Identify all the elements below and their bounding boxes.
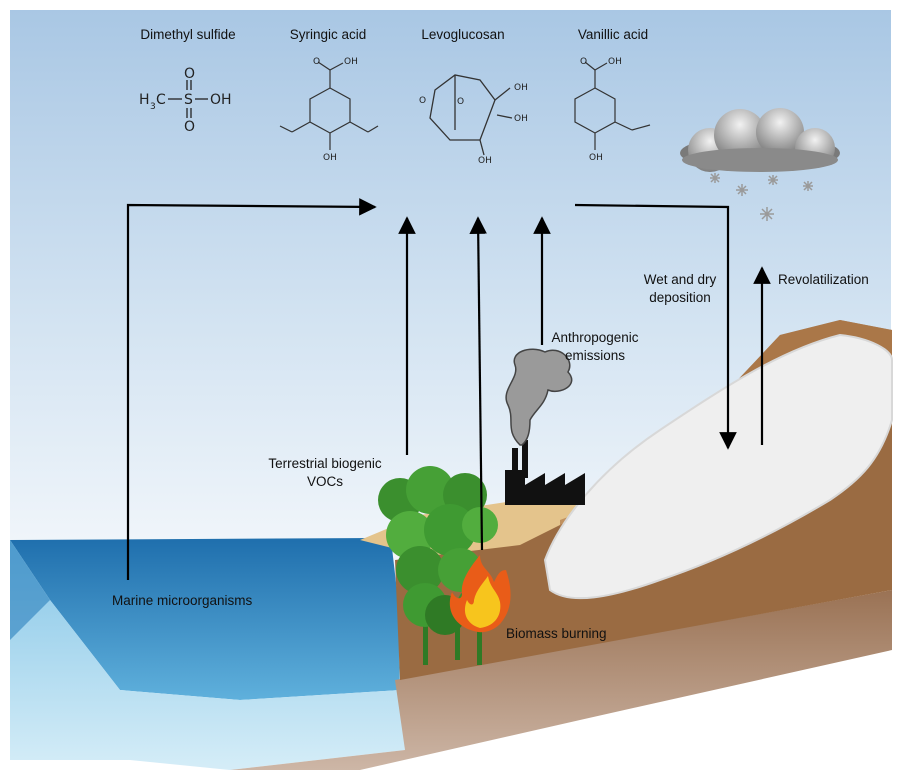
svg-text:C: C [156,92,166,108]
svg-text:O: O [184,119,195,135]
vanillic-oh: OH [608,57,622,67]
molecule-label-levoglucosan: Levoglucosan [421,27,505,42]
label-deposition-line2: deposition [649,290,711,305]
syringic-o: O [313,57,320,67]
fire-icon [449,555,511,633]
snow-field [543,333,893,600]
label-biomass-burning: Biomass burning [506,626,607,641]
label-anthropogenic-line1: Anthropogenic [551,330,639,345]
vanillic-acid-structure [574,61,651,150]
levo-oh3: OH [478,156,492,166]
molecule-label-dimethyl-sulfide: Dimethyl sulfide [140,27,236,42]
biomass-arrow [469,216,487,551]
label-revolatilization: Revolatilization [778,272,869,287]
molecule-label-syringic-acid: Syringic acid [289,27,367,42]
soil-front [230,590,892,770]
levoglucosan-structure [429,74,513,156]
label-terrestrial-line2: VOCs [306,474,343,489]
label-anthropogenic-line2: emissions [564,348,626,363]
svg-text:O: O [184,66,195,82]
sea-front [10,540,405,770]
factory [505,348,585,505]
levo-oh1: OH [514,83,528,93]
vanillic-o: O [580,57,587,67]
arrows [126,198,771,580]
deposition-arrow [574,203,737,450]
marine-arrow [126,198,377,580]
dms-structure: H 3 C S OH O O [139,66,232,135]
snowflake-icons [710,173,813,221]
landscape [10,320,893,770]
cloud-icon [680,108,840,172]
syringic-oh: OH [344,57,358,67]
syringic-oh2: OH [323,153,337,163]
svg-text:S: S [184,92,193,108]
svg-text:H: H [139,92,150,108]
label-deposition-line1: Wet and dry [643,272,717,287]
label-terrestrial-line1: Terrestrial biogenic [268,456,382,471]
svg-text:3: 3 [150,102,156,112]
vanillic-oh2: OH [589,153,603,163]
molecule-label-vanillic-acid: Vanillic acid [577,27,649,42]
syringic-acid-structure [279,61,379,150]
levo-o1: O [419,96,426,106]
levo-oh2: OH [514,114,528,124]
forest [378,466,498,665]
levo-o2: O [457,97,464,107]
label-marine-microorganisms: Marine microorganisms [112,593,253,608]
svg-text:OH: OH [210,92,232,108]
sea-surface [10,538,400,700]
